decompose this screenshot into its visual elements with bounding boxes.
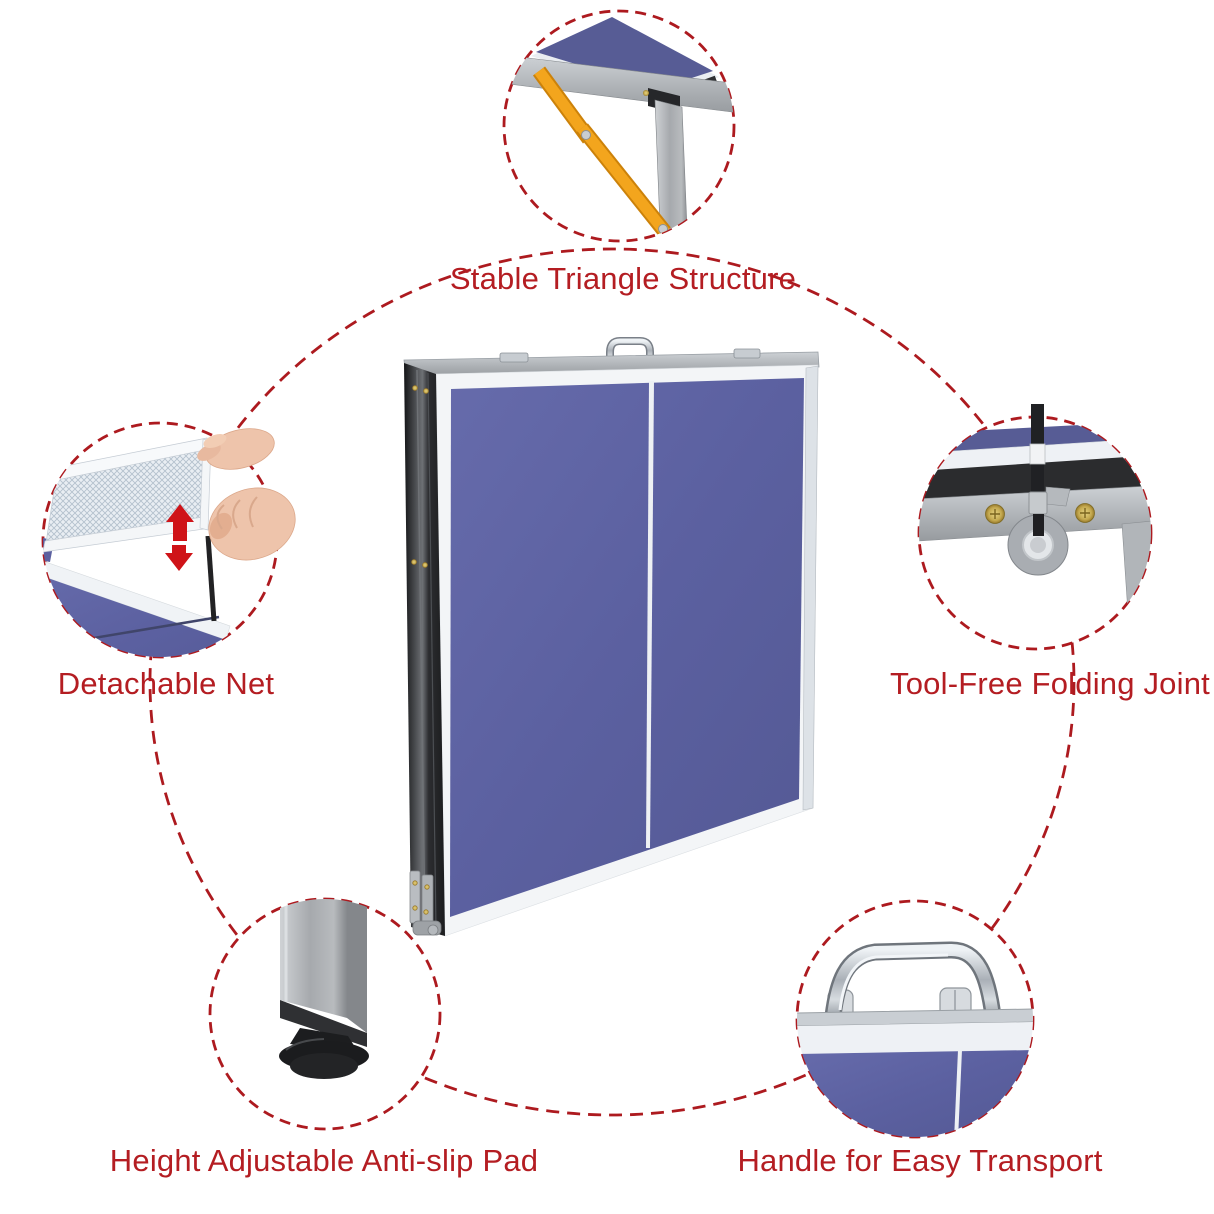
big-leg-body (280, 899, 347, 1018)
triangle-structure-photo (508, 17, 734, 241)
callout-label-anti-slip-pad: Height Adjustable Anti-slip Pad (109, 1143, 539, 1178)
hand-top (197, 428, 275, 470)
net (43, 437, 212, 553)
leg-pad-photo (279, 899, 369, 1079)
edge-rivets (411, 385, 429, 568)
callout-anti-slip-pad (208, 897, 442, 1131)
table-blue-panel (450, 378, 804, 917)
table-latch-right (733, 348, 761, 359)
edge-hinge-plates (409, 870, 442, 936)
hands (197, 428, 296, 561)
table-right-strip (802, 365, 819, 811)
rail-screw (643, 90, 649, 96)
up-down-arrow-icon (165, 504, 194, 571)
leg-chamfer (280, 1000, 367, 1047)
handle-photo (797, 941, 1033, 1137)
handle-center-line (954, 1050, 962, 1137)
handle-top-rail (797, 1008, 1033, 1027)
table-center-line (646, 381, 654, 848)
joint-screw-right (1075, 503, 1095, 523)
callout-label-folding-joint: Tool-Free Folding Joint (890, 666, 1210, 701)
table-leg (654, 99, 689, 241)
table-latch-left (499, 352, 529, 363)
handle-blue-panel (797, 1050, 1033, 1137)
callout-folding-joint (917, 404, 1153, 651)
callout-label-handle: Handle for Easy Transport (737, 1143, 1103, 1178)
joint-vertical-member (1121, 520, 1151, 629)
callout-handle (795, 899, 1035, 1139)
triangle-strap (532, 66, 671, 237)
handle-white-strip (797, 1022, 1033, 1054)
net-post (205, 535, 217, 622)
anti-slip-foot (279, 1028, 369, 1079)
net-photo (43, 437, 277, 657)
callout-detachable-net (41, 421, 296, 659)
big-leg-side (347, 899, 367, 1033)
callout-stable-triangle (502, 9, 736, 243)
table-folded-edge (404, 363, 445, 936)
table-blue-wedge (43, 532, 54, 562)
callout-label-detachable-net: Detachable Net (57, 666, 275, 701)
post-bracket (1045, 486, 1071, 507)
joint-screw-left (985, 504, 1005, 524)
table-blue-surface (43, 574, 277, 657)
hinge-center (1030, 537, 1046, 553)
connector-dashed-ellipse (148, 247, 1076, 1117)
callout-label-stable-triangle: Stable Triangle Structure (449, 261, 797, 296)
net-post-upper (1028, 404, 1048, 536)
folded-table-image (403, 337, 820, 937)
hand-fist (208, 487, 296, 561)
tabletop-blue (536, 17, 713, 89)
table-handle (606, 337, 654, 362)
carry-handle (824, 941, 1002, 1021)
